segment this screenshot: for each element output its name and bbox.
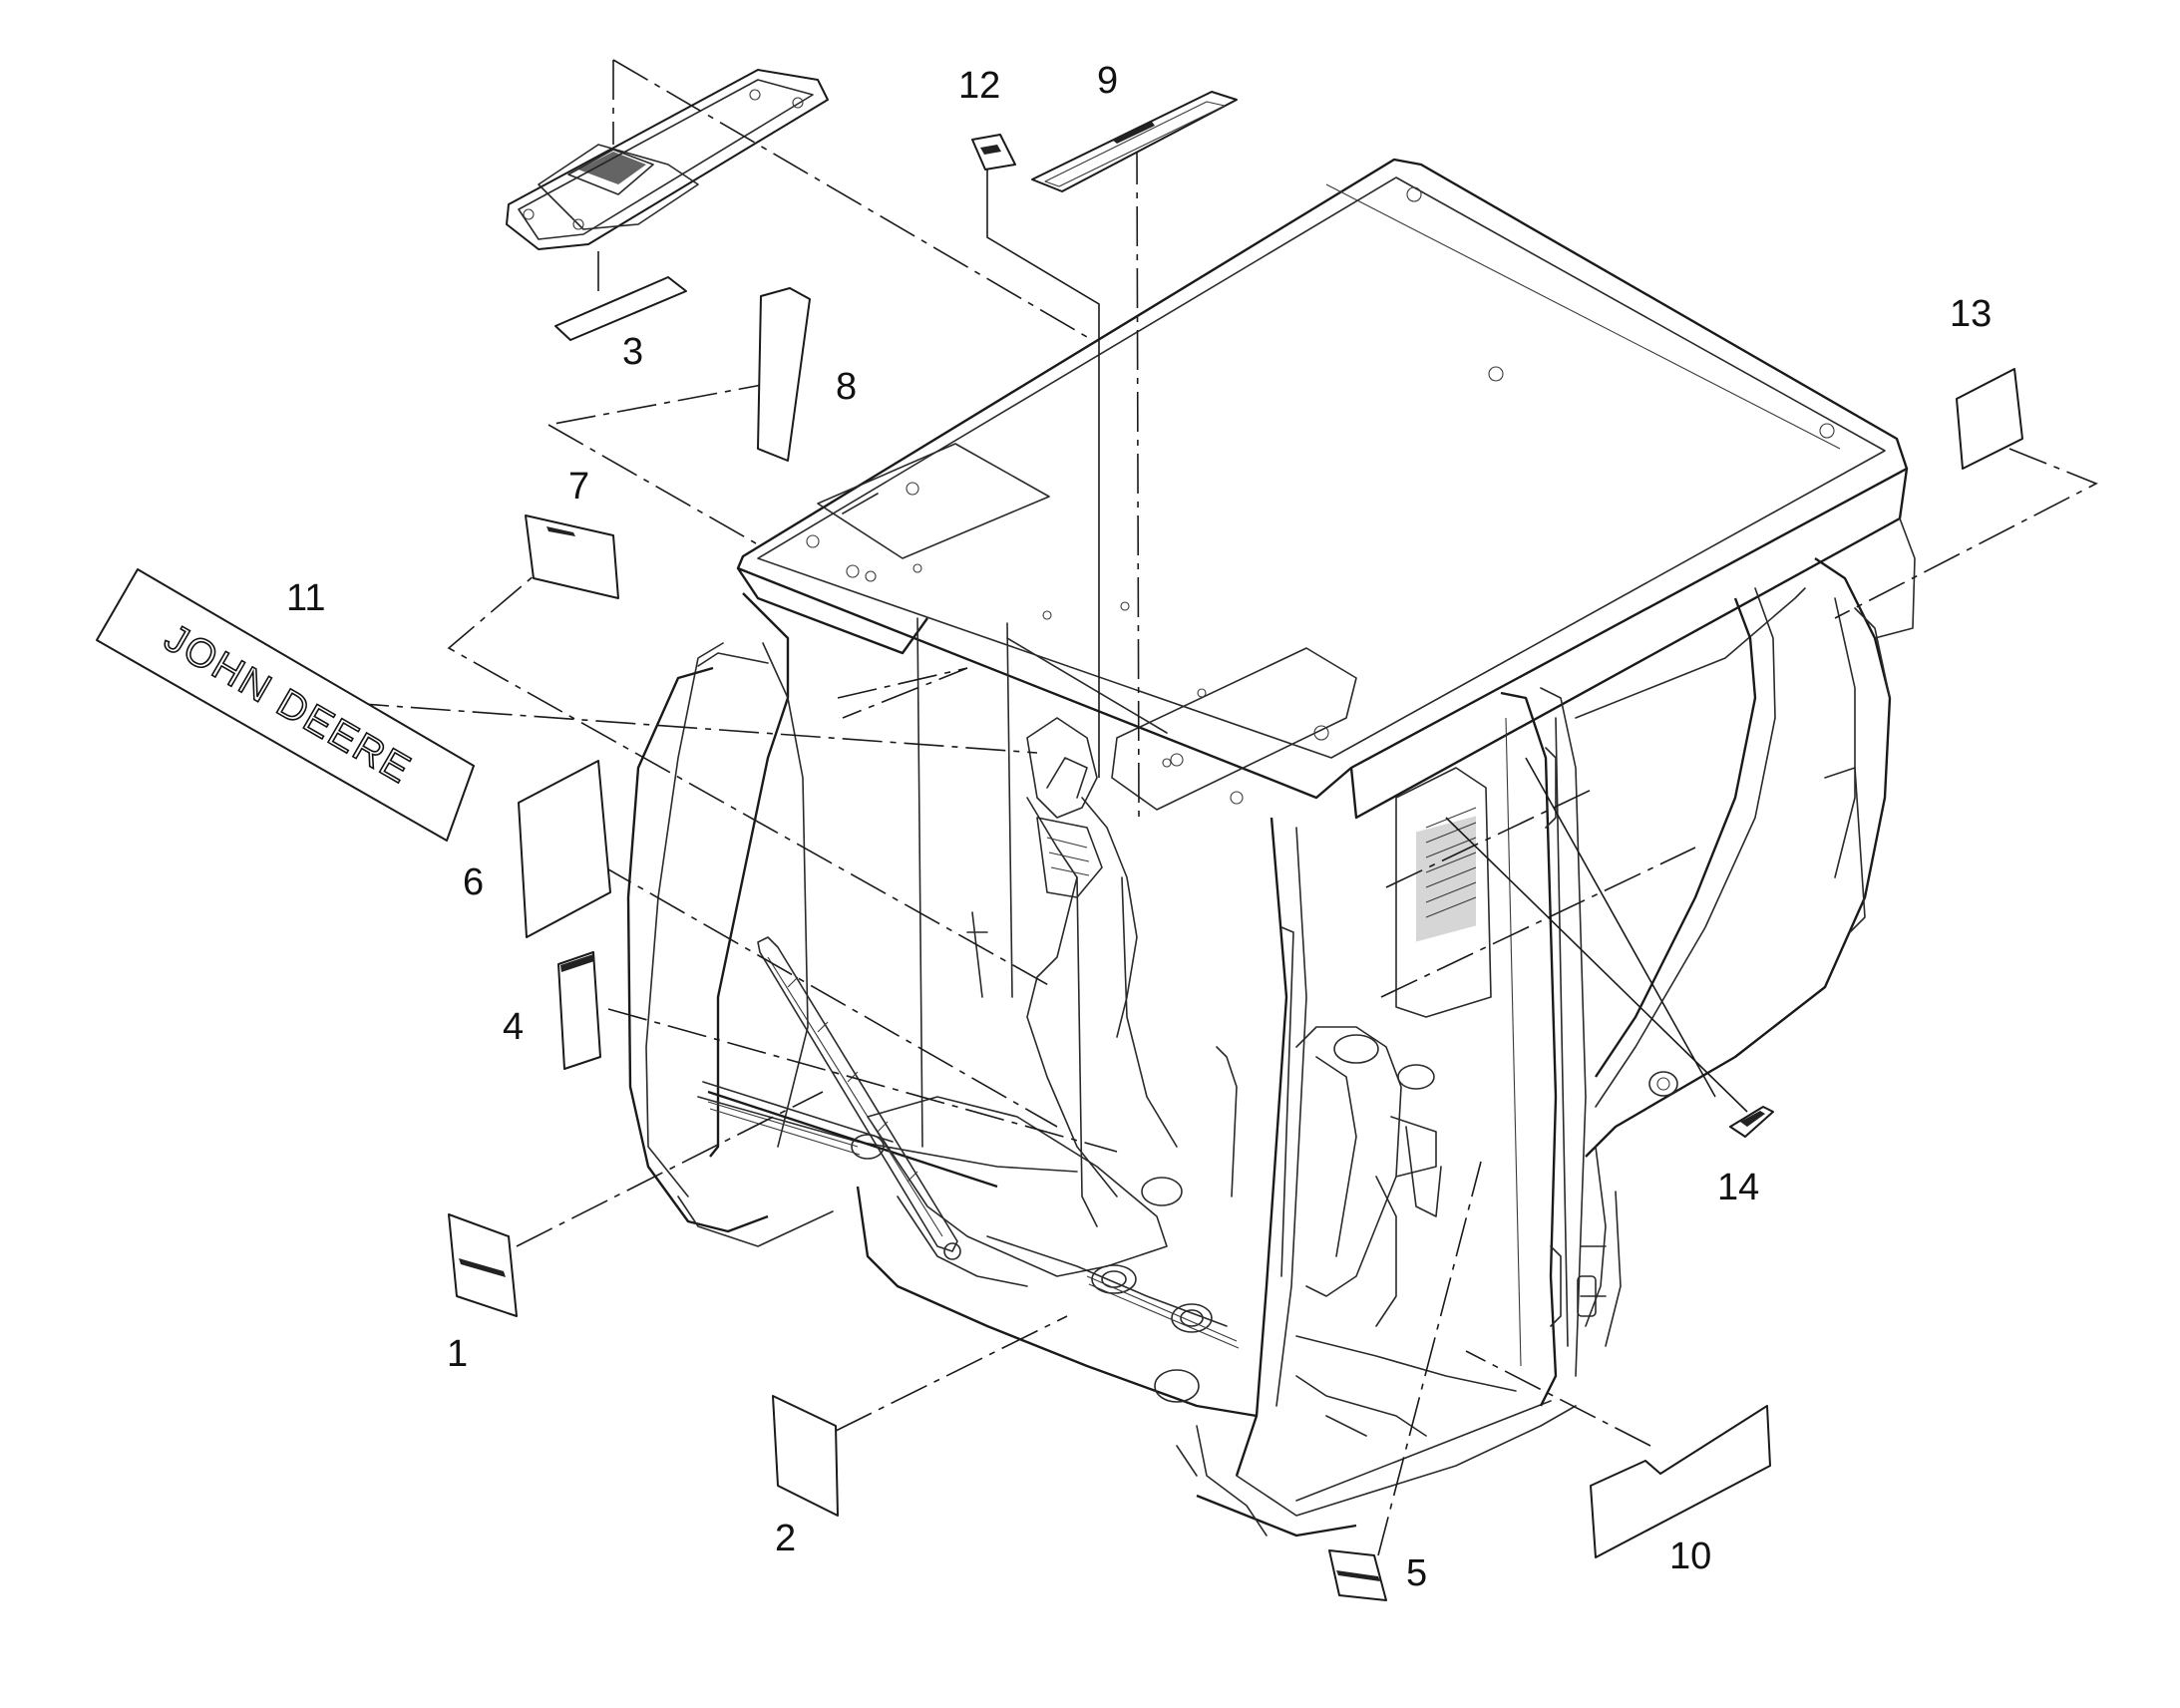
callout-1: 1 [447,1333,468,1375]
decal-13 [1956,368,2023,470]
decal-6 [518,760,611,938]
leader-lines [348,59,2098,1556]
decal-4 [557,951,601,1070]
callout-10: 10 [1669,1536,1711,1577]
callout-5: 5 [1406,1552,1427,1594]
callout-7: 7 [568,466,589,508]
callout-11: 11 [286,577,325,619]
decal-14 [1729,1106,1774,1138]
callout-4: 4 [503,1006,524,1048]
decal-9 [1031,91,1238,192]
callout-2: 2 [775,1518,796,1559]
decal-2 [772,1395,839,1517]
joystick [1036,757,1103,898]
cab-body [626,158,1916,1537]
work-light-assembly [506,69,829,250]
decal-7 [525,514,619,599]
decal-5 [1328,1549,1387,1601]
callout-9: 9 [1097,60,1118,102]
decal-12 [971,134,1016,171]
decal-8 [757,287,811,462]
decal-3 [554,276,687,341]
callout-6: 6 [463,861,484,903]
callout-8: 8 [836,366,857,408]
callout-12: 12 [958,65,1000,107]
decal-10 [1590,1405,1771,1558]
decal-11-brand: JOHN DEERE [96,568,475,842]
decal-parts: JOHN DEERE [96,91,2023,1601]
callout-3: 3 [622,331,643,373]
callout-13: 13 [1950,293,1992,335]
callout-14: 14 [1717,1167,1759,1208]
callout-labels: 1 2 3 4 5 6 7 8 9 10 11 12 13 14 [286,60,1992,1594]
brand-decal-text: JOHN DEERE [158,616,420,793]
decal-1 [448,1213,518,1317]
